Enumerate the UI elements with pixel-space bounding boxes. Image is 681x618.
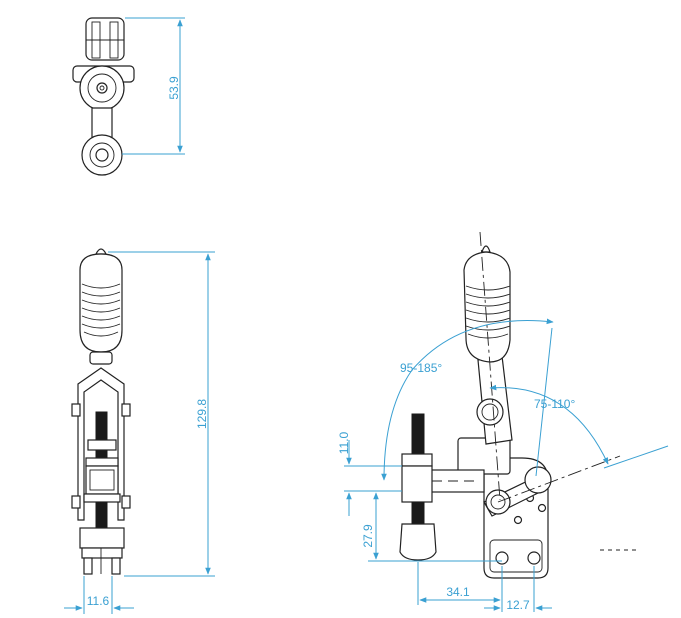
dim-hole-spacing: 12.7 [484,566,552,612]
dim-base-to-spindle: 27.9 [361,490,502,562]
dim-top-view-height: 53.9 [122,17,185,155]
dim-handle-open-angle: 95-185° [381,318,554,481]
dim-label-34-1: 34.1 [446,585,470,599]
front-view [71,248,131,575]
dim-label-75-110: 75-110° [534,397,575,411]
dim-front-view-height: 129.8 [108,251,215,577]
dim-front-view-width: 11.6 [64,576,134,614]
dim-spindle-height: 11.0 [337,431,402,516]
dim-handle-angle: 75-110° [489,327,669,477]
dim-label-129-8: 129.8 [195,399,209,429]
dim-spindle-offset: 34.1 [417,562,503,612]
dim-label-53-9: 53.9 [167,76,181,100]
dim-label-27-9: 27.9 [361,524,375,548]
dim-label-12-7: 12.7 [506,598,530,612]
dim-label-11-6: 11.6 [87,594,110,608]
dim-label-11-0: 11.0 [337,431,351,454]
side-view [399,231,640,579]
top-view [72,17,135,176]
dim-label-95-185: 95-185° [400,361,442,375]
grip-ribs [81,283,121,337]
